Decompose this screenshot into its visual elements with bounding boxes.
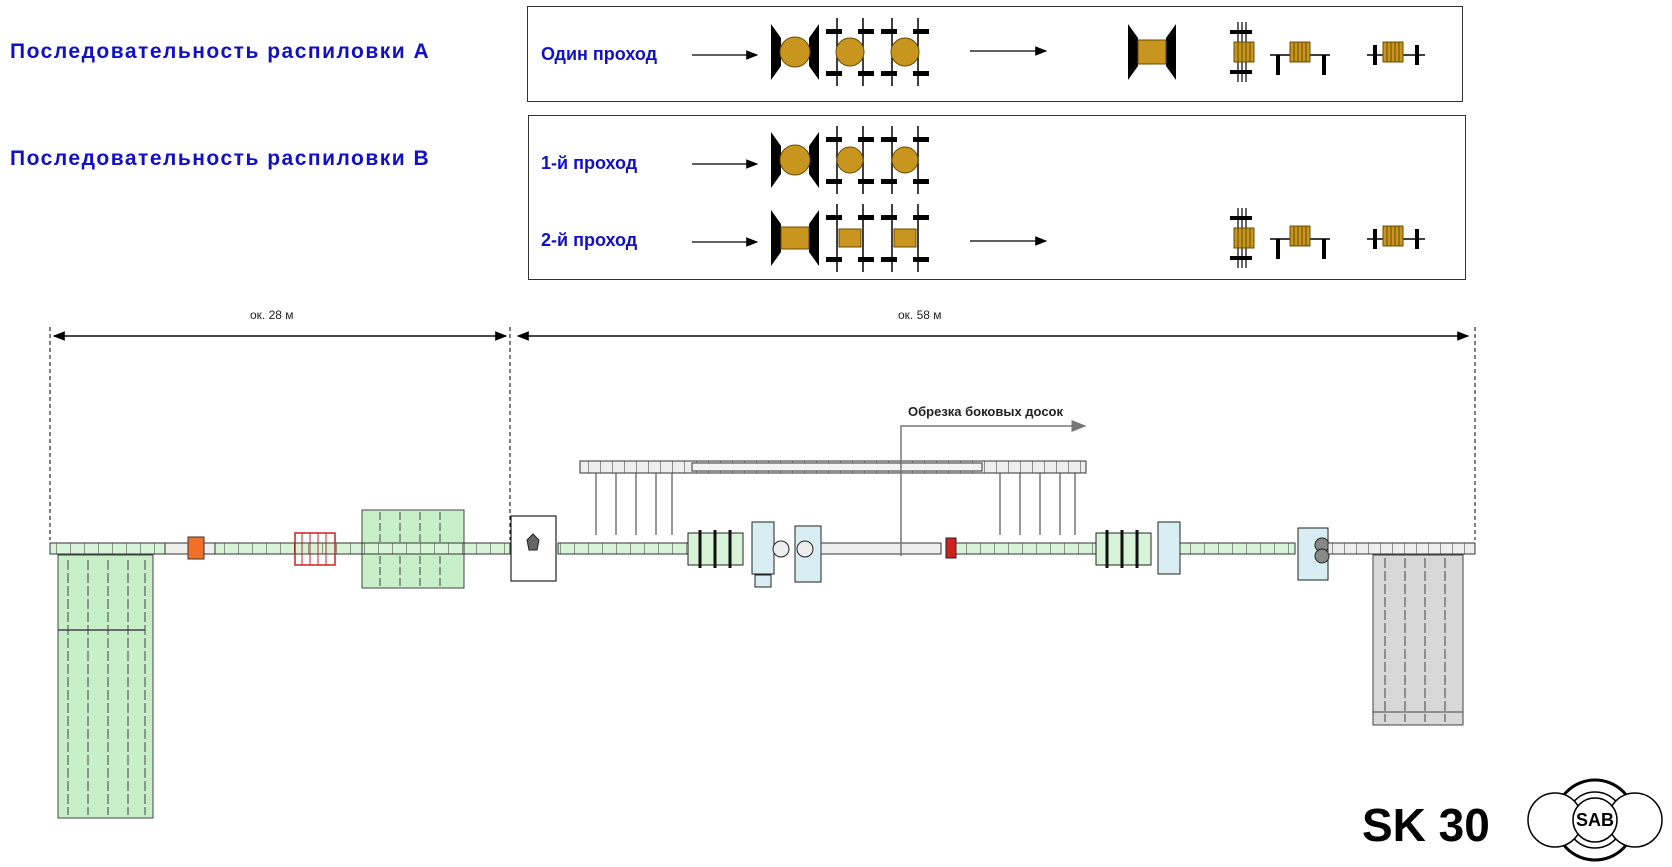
sequence-a-diagram: [692, 17, 1425, 87]
sequence-b-pass1-diagram: [692, 125, 930, 195]
pass-label-first: 1-й проход: [541, 153, 638, 173]
logo-text: SAB: [1576, 810, 1614, 830]
sequence-b-title: Последовательность распиловки В: [10, 147, 431, 170]
sawline-layout: [49, 420, 1476, 819]
dimension-label-left: ок. 28 м: [250, 308, 294, 322]
sequence-a-title: Последовательность распиловки А: [10, 40, 431, 63]
sequence-b-box: [528, 115, 1466, 280]
sab-logo: SAB: [1527, 778, 1663, 862]
side-board-trim-label: Обрезка боковых досок: [908, 404, 1064, 419]
dimension-lines: [49, 327, 1476, 540]
sequence-b-pass2-diagram: [692, 203, 1425, 273]
pass-label-second: 2-й проход: [541, 230, 638, 250]
model-label: SK 30: [1362, 799, 1490, 851]
pass-label-single: Один проход: [541, 44, 658, 64]
dimension-label-right: ок. 58 м: [898, 308, 942, 322]
